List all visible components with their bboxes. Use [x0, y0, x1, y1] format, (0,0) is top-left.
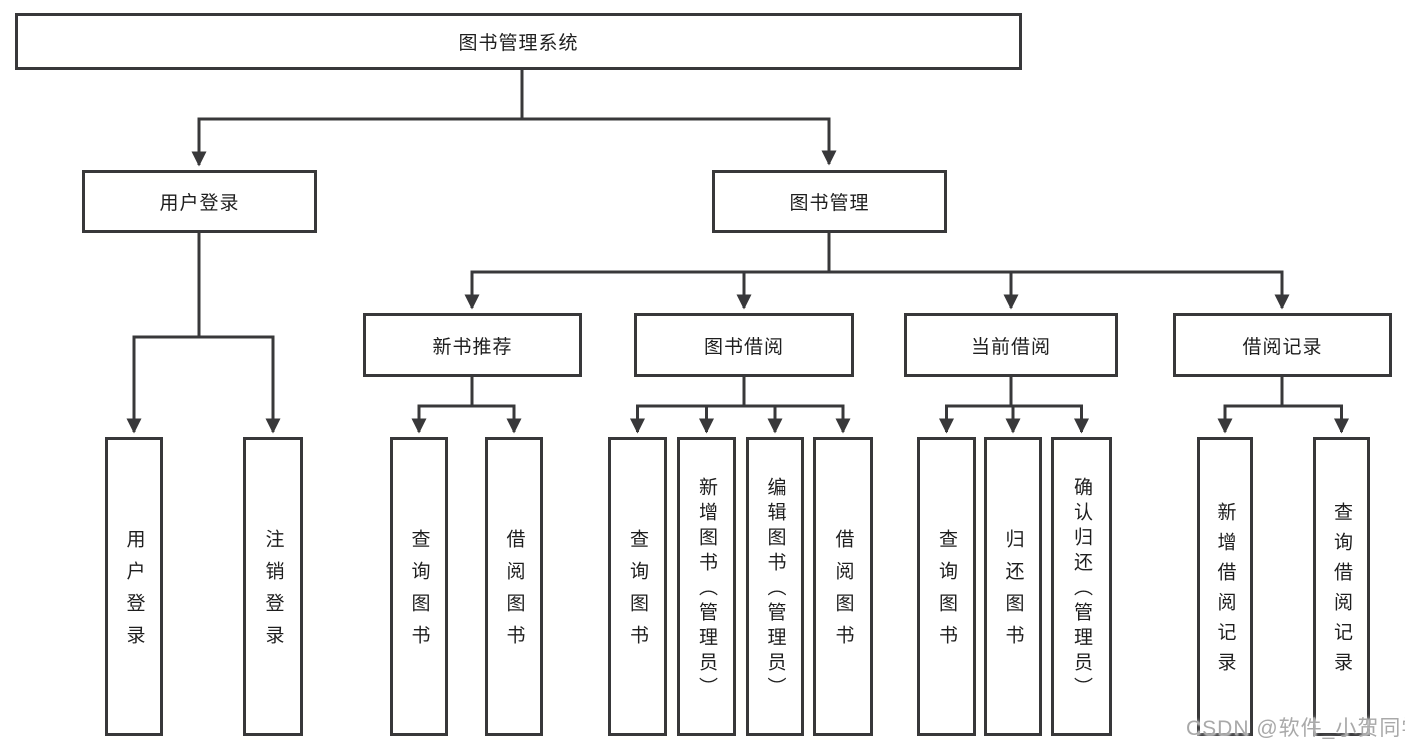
leaf-current-confirm-return: 确认归还（管理员）	[1051, 437, 1112, 736]
watermark: CSDN @软件_小贺同学	[1186, 717, 1405, 740]
leaf-borrow-query-book-label: 查询图书	[627, 529, 648, 657]
leaf-current-return-book: 归还图书	[984, 437, 1042, 736]
leaf-borrow-edit-book: 编辑图书（管理员）	[746, 437, 804, 736]
leaf-recommend-borrow-book-label: 借阅图书	[503, 529, 525, 657]
leaf-user-login: 用户登录	[105, 437, 163, 736]
node-root-label: 图书管理系统	[458, 33, 579, 54]
leaf-current-confirm-return-label: 确认归还（管理员）	[1071, 477, 1092, 702]
leaf-borrow-edit-book-label: 编辑图书（管理员）	[764, 477, 786, 702]
leaf-record-add-label: 新增借阅记录	[1214, 502, 1236, 682]
leaf-borrow-query-book: 查询图书	[608, 437, 667, 736]
node-book-borrow-label: 图书借阅	[703, 336, 784, 358]
leaf-borrow-add-book-label: 新增图书（管理员）	[696, 477, 717, 702]
leaf-current-query-book-label: 查询图书	[936, 529, 957, 657]
node-user-login: 用户登录	[82, 170, 317, 233]
leaf-user-login-label: 用户登录	[123, 529, 145, 657]
node-new-book-recommend-label: 新书推荐	[432, 336, 513, 358]
leaf-logout-label: 注销登录	[262, 529, 284, 657]
node-user-login-label: 用户登录	[159, 193, 240, 214]
leaf-borrow-borrow-book-label: 借阅图书	[832, 529, 854, 657]
node-new-book-recommend: 新书推荐	[363, 313, 582, 377]
leaf-record-query: 查询借阅记录	[1313, 437, 1370, 736]
leaf-record-query-label: 查询借阅记录	[1331, 502, 1352, 682]
leaf-recommend-query-book-label: 查询图书	[408, 529, 430, 657]
node-current-borrow: 当前借阅	[904, 313, 1118, 377]
leaf-record-add: 新增借阅记录	[1197, 437, 1253, 736]
leaf-current-return-book-label: 归还图书	[1002, 529, 1024, 657]
leaf-recommend-query-book: 查询图书	[390, 437, 448, 736]
leaf-recommend-borrow-book: 借阅图书	[485, 437, 543, 736]
leaf-borrow-borrow-book: 借阅图书	[813, 437, 873, 736]
leaf-borrow-add-book: 新增图书（管理员）	[677, 437, 736, 736]
node-current-borrow-label: 当前借阅	[970, 336, 1051, 358]
node-borrow-record: 借阅记录	[1173, 313, 1392, 377]
leaf-current-query-book: 查询图书	[917, 437, 976, 736]
leaf-logout: 注销登录	[243, 437, 303, 736]
node-book-management: 图书管理	[712, 170, 947, 233]
node-book-borrow: 图书借阅	[634, 313, 854, 377]
node-root: 图书管理系统	[15, 13, 1022, 70]
node-borrow-record-label: 借阅记录	[1242, 336, 1323, 358]
node-book-management-label: 图书管理	[789, 193, 870, 214]
